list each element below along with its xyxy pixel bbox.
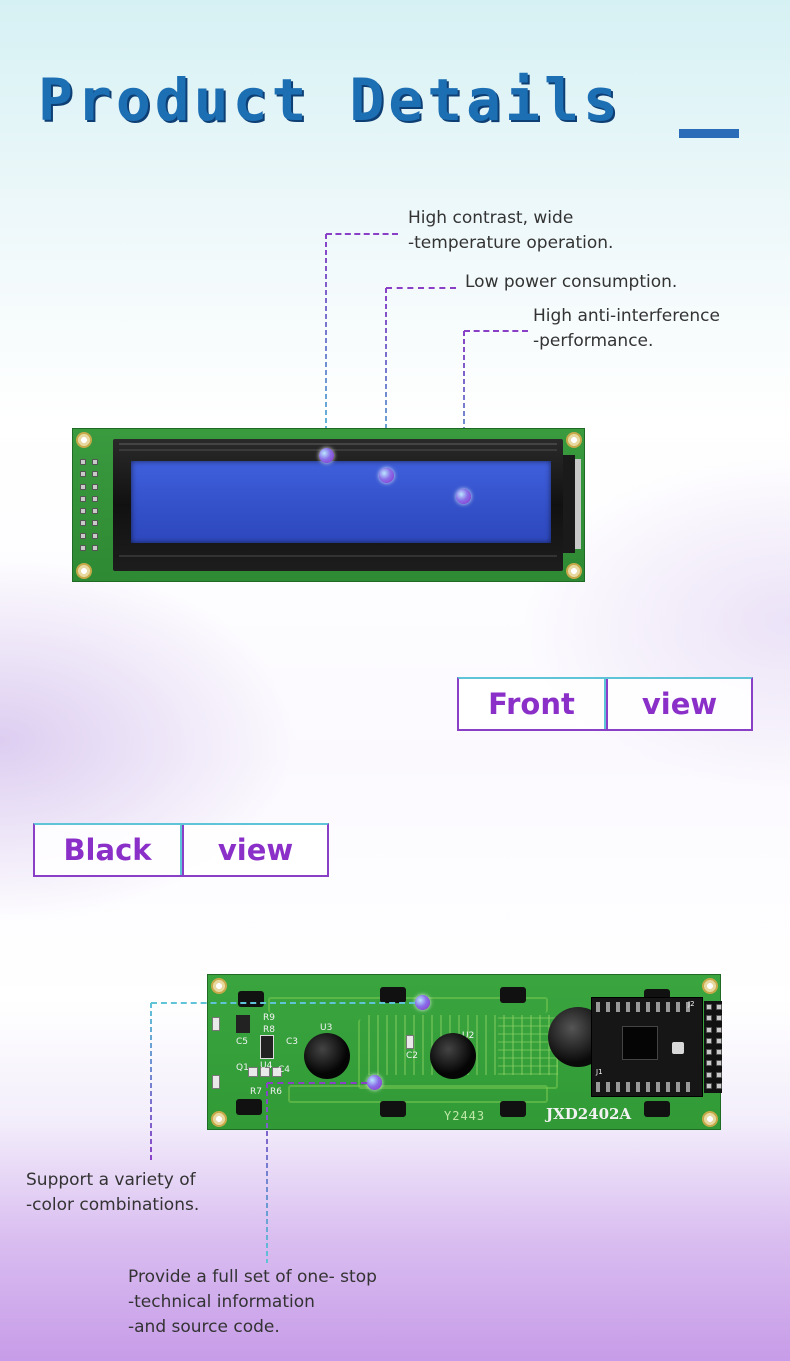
- back-view-label-left: Black: [63, 833, 152, 867]
- silk-label: R6: [270, 1087, 282, 1097]
- title-underline-accent: [679, 129, 739, 138]
- mount-hole: [211, 978, 227, 994]
- silk-label: C2: [406, 1051, 419, 1061]
- callout-line: -technical information: [128, 1292, 315, 1312]
- callout-line: -color combinations.: [26, 1195, 200, 1215]
- mount-hole: [76, 432, 92, 448]
- silk-label: U2: [462, 1031, 475, 1041]
- silk-label: Q1: [236, 1063, 249, 1073]
- callout-anti-interference: High anti-interference -performance.: [533, 304, 720, 354]
- callout-dot: [415, 995, 430, 1010]
- i2c-adapter-module: J2 J1: [591, 997, 703, 1097]
- smd-component: [272, 1067, 282, 1077]
- front-view-label-right: view: [641, 687, 718, 721]
- i2c-chip: [622, 1026, 658, 1060]
- page-title: Product Details: [38, 66, 622, 134]
- leader-line: [267, 1082, 367, 1084]
- mount-hole: [566, 563, 582, 579]
- mount-hole: [702, 978, 718, 994]
- leader-line: [463, 331, 465, 496]
- leader-line: [386, 287, 456, 289]
- bezel-clip: [380, 987, 406, 1003]
- pin-header: [80, 457, 100, 553]
- pcb-trace-bundle: [498, 1015, 558, 1075]
- smd-component: [406, 1035, 414, 1049]
- smd-component: [260, 1067, 270, 1077]
- silk-label: C5: [236, 1037, 249, 1047]
- silk-label: U4: [260, 1061, 273, 1071]
- callout-line: High anti-interference: [533, 306, 720, 326]
- front-view-label: Front view: [457, 677, 753, 731]
- silk-label: U3: [320, 1023, 333, 1033]
- silk-label: J1: [596, 1068, 603, 1076]
- contrast-potentiometer: [672, 1042, 684, 1054]
- callout-dot: [379, 468, 394, 483]
- side-connector: [563, 455, 575, 553]
- pcb-trace: [268, 997, 548, 1013]
- bezel-clip: [236, 1099, 262, 1115]
- lcd-front-board: [72, 428, 585, 582]
- callout-line: High contrast, wide: [408, 208, 574, 228]
- smd-component: [260, 1035, 274, 1059]
- leader-line: [150, 1003, 152, 1163]
- silk-label: J2: [688, 1000, 695, 1008]
- connector-pins: [575, 459, 581, 549]
- callout-color-combinations: Support a variety of -color combinations…: [26, 1168, 199, 1218]
- smd-component: [212, 1017, 220, 1031]
- bezel-clip: [644, 1101, 670, 1117]
- callout-line: Provide a full set of one- stop: [128, 1267, 377, 1287]
- date-code: Y2443: [444, 1109, 486, 1123]
- callout-low-power: Low power consumption.: [465, 270, 677, 295]
- mount-hole: [566, 432, 582, 448]
- leader-line: [326, 233, 398, 235]
- callout-line: -performance.: [533, 331, 654, 351]
- smd-component: [236, 1015, 250, 1033]
- front-view-label-left: Front: [488, 687, 575, 721]
- module-pin-header: [704, 1001, 722, 1093]
- callout-line: -and source code.: [128, 1317, 280, 1337]
- callout-dot: [319, 448, 334, 463]
- pcb-trace: [288, 1085, 548, 1103]
- module-pads: [596, 1002, 696, 1012]
- callout-dot: [367, 1075, 382, 1090]
- callout-line: Support a variety of: [26, 1170, 196, 1190]
- smd-component: [212, 1075, 220, 1089]
- callout-line: -temperature operation.: [408, 233, 614, 253]
- callout-high-contrast: High contrast, wide -temperature operati…: [408, 206, 613, 256]
- bezel-clip: [500, 987, 526, 1003]
- module-pads: [596, 1082, 696, 1092]
- leader-line: [464, 330, 528, 332]
- back-view-label: Black view: [33, 823, 329, 877]
- lcd-screen: [131, 461, 551, 543]
- mount-hole: [702, 1111, 718, 1127]
- silk-label: C3: [286, 1037, 299, 1047]
- chip-on-board-u3: [304, 1033, 350, 1079]
- leader-line: [385, 288, 387, 474]
- lcd-back-board: R9 R8 R7 R6 C3 C4 C5 Q1 U4 C2 U3 U2 Y244…: [207, 974, 722, 1130]
- silk-label: C4: [278, 1065, 291, 1075]
- back-view-label-right: view: [217, 833, 294, 867]
- leader-line: [266, 1083, 268, 1263]
- callout-dot: [456, 489, 471, 504]
- bezel-clip: [500, 1101, 526, 1117]
- bezel-clip: [380, 1101, 406, 1117]
- smd-component: [248, 1067, 258, 1077]
- mount-hole: [76, 563, 92, 579]
- leader-line: [151, 1002, 415, 1004]
- silk-label: R8: [263, 1025, 275, 1035]
- leader-line: [325, 234, 327, 454]
- model-number: JXD2402A: [546, 1105, 632, 1123]
- silk-label: R7: [250, 1087, 262, 1097]
- chip-on-board-u2: [430, 1033, 476, 1079]
- callout-technical-info: Provide a full set of one- stop -technic…: [128, 1265, 377, 1340]
- bezel-clip: [238, 991, 264, 1007]
- silk-label: R9: [263, 1013, 275, 1023]
- mount-hole: [211, 1111, 227, 1127]
- lcd-bezel: [113, 439, 563, 571]
- callout-line: Low power consumption.: [465, 272, 678, 292]
